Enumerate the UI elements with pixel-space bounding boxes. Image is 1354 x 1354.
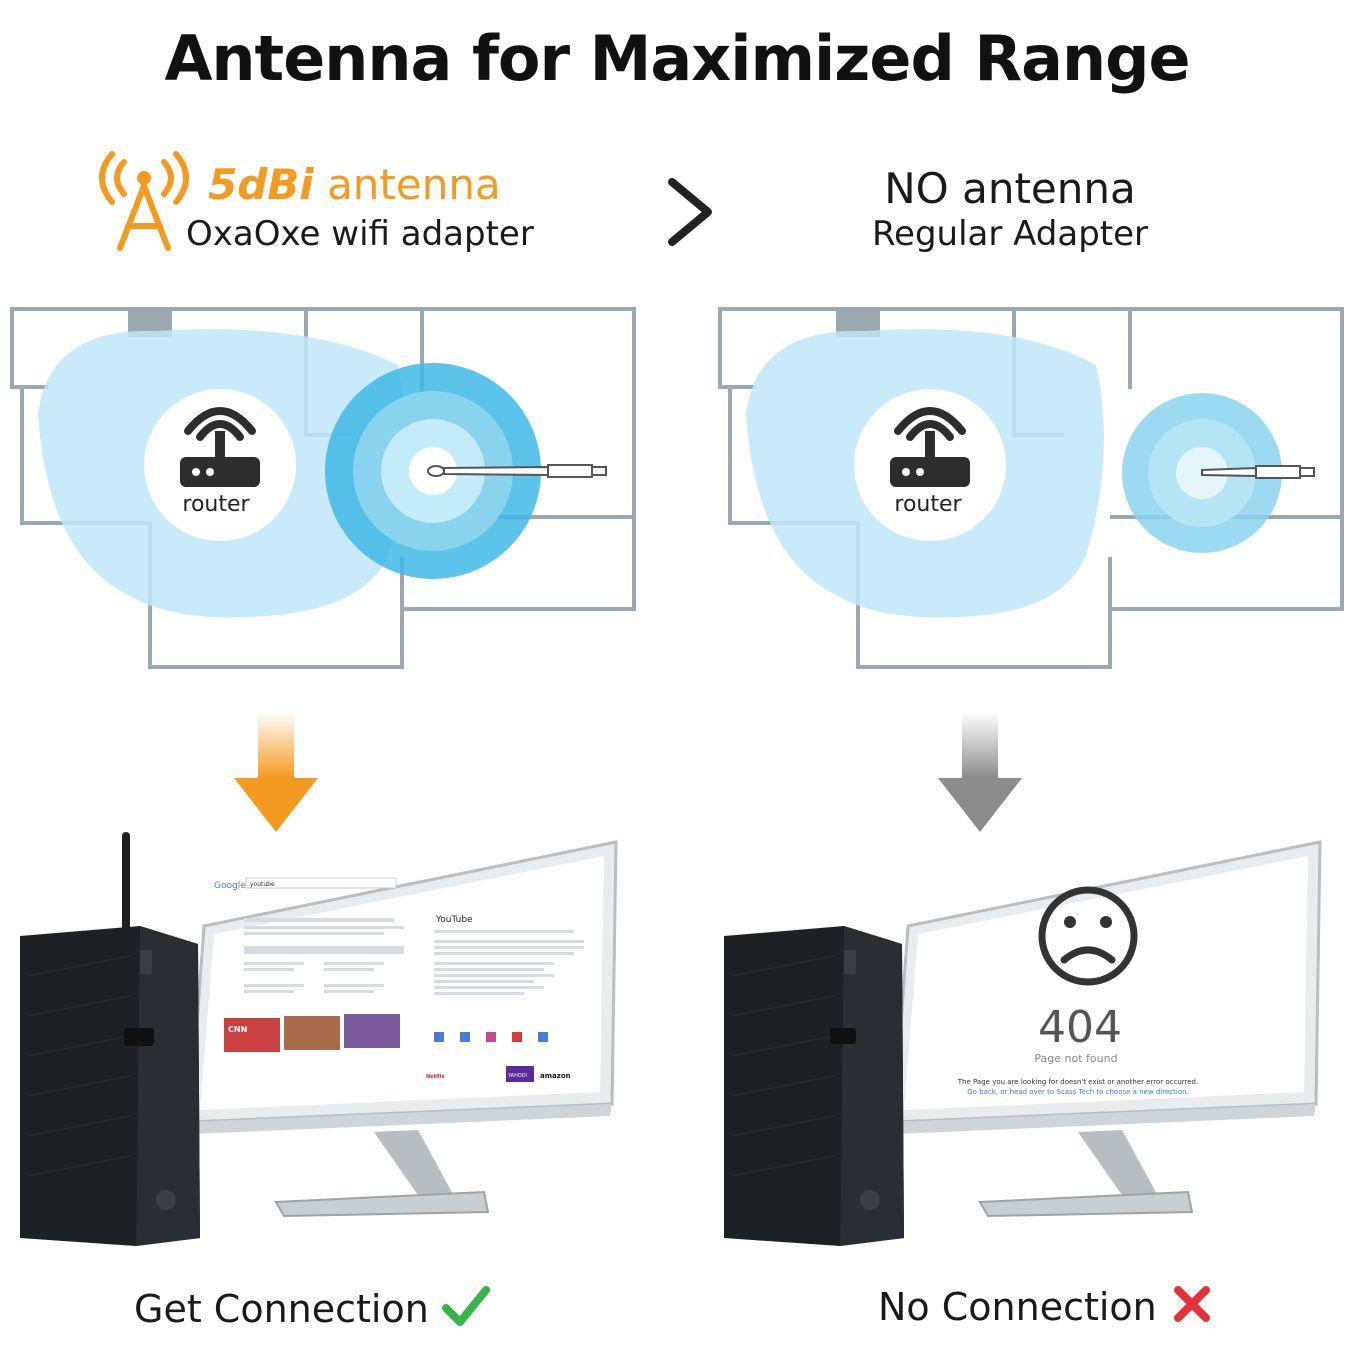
sad-face-icon <box>1038 886 1138 986</box>
cross-icon <box>1173 1286 1210 1322</box>
right-floor-plan: router <box>718 307 1344 669</box>
usb-adapter-icon <box>1201 465 1315 479</box>
left-result: Get Connection <box>134 1284 490 1331</box>
comparator-symbol <box>664 176 716 252</box>
tile-yahoo: YAHOO! <box>507 1073 528 1079</box>
check-icon <box>441 1286 490 1326</box>
left-subheading: OxaOxe wifi adapter <box>186 214 534 254</box>
left-heading-rest: antenna <box>327 160 501 209</box>
right-result-text: No Connection <box>878 1285 1157 1329</box>
tile-amazon: amazon <box>540 1072 571 1080</box>
right-computer: 404 Page not found The Page you are look… <box>724 840 1322 1246</box>
error-line-1: The Page you are looking for doesn't exi… <box>957 1078 1198 1086</box>
chevron-right-icon <box>668 178 712 246</box>
right-subheading: Regular Adapter <box>871 214 1149 254</box>
search-query: youtube <box>250 881 275 888</box>
left-heading: 5dBi antenna <box>208 160 501 209</box>
tile-netflix: Netflix <box>426 1074 445 1080</box>
router-icon <box>180 407 260 487</box>
error-line-2: Go back, or head over to Scass Tech to c… <box>967 1088 1189 1096</box>
panel-title: YouTube <box>435 915 473 925</box>
usb-adapter-icon <box>427 464 607 478</box>
error-title: Page not found <box>1034 1052 1117 1065</box>
tile-cnn: CNN <box>228 1025 247 1034</box>
gray-down-arrow <box>938 712 1022 832</box>
left-result-text: Get Connection <box>134 1287 429 1331</box>
antenna-icon <box>99 151 189 251</box>
search-brand: Google <box>214 881 246 891</box>
left-floor-plan: router <box>10 307 636 669</box>
right-heading: NO antenna <box>884 164 1136 213</box>
router-icon <box>890 407 970 487</box>
page-title: Antenna for Maximized Range <box>164 22 1190 95</box>
browser-content: Google youtube YouTube <box>214 877 584 1082</box>
left-computer: Google youtube YouTube <box>20 832 618 1246</box>
router-label-right: router <box>894 492 962 517</box>
error-code: 404 <box>1038 1002 1122 1053</box>
router-label-left: router <box>182 492 250 517</box>
orange-down-arrow <box>234 712 318 832</box>
gain-value: 5dBi <box>208 160 314 209</box>
left-header: 5dBi antenna OxaOxe wifi adapter <box>96 150 566 260</box>
right-result: No Connection <box>878 1284 1212 1329</box>
